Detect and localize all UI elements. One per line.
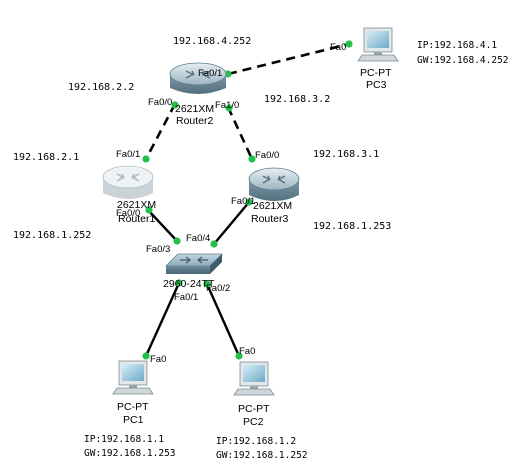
port-dot [203,280,211,288]
address-r2-fa1-0: 192.168.3.2 [264,94,330,105]
port-dot [235,352,243,360]
links [144,42,350,357]
port-labels: Fa0/1 Fa0/0 Fa1/0 Fa0/1 Fa0/0 Fa0/0 Fa0/… [116,42,346,365]
link-router3-switch[interactable] [213,200,251,245]
port-label-sw-fa0-3: Fa0/3 [146,244,170,255]
link-router2-pc3[interactable] [227,42,350,76]
link-router2-router3[interactable] [226,106,254,160]
port-label-r1-fa0-0: Fa0/0 [116,208,140,219]
pc-icon [357,27,399,62]
router3-model: 2621XM [253,200,292,212]
link-router2-router1[interactable] [144,103,177,160]
address-r2-fa0-0: 192.168.2.2 [68,82,134,93]
port-dot [248,155,256,163]
switch0-model: 2960-24TT [163,278,215,290]
router-icon [248,167,300,201]
router3-name: Router3 [251,213,289,225]
pc3-model: PC-PT [360,67,392,79]
pc2-name: PC2 [243,416,264,428]
address-r3-fa0-0: 192.168.3.1 [313,149,379,160]
port-dot [210,240,218,248]
pc2[interactable]: PC-PT PC2 IP:192.168.1.2 GW:192.168.1.25… [216,361,308,461]
port-dot [225,104,233,112]
port-dot [171,101,179,109]
address-r1-fa0-1: 192.168.2.1 [13,152,79,163]
pc1-model: PC-PT [117,401,149,413]
router1-model: 2621XM [117,199,156,211]
port-label-pc3-fa0: Fa0 [330,42,346,53]
port-label-r3-fa0-1: Fa0/1 [231,196,255,207]
port-dot [345,40,353,48]
port-dot [142,155,150,163]
port-label-r3-fa0-0: Fa0/0 [255,150,279,161]
port-label-sw-fa0-2: Fa0/2 [206,283,230,294]
switch0[interactable]: 2960-24TT [163,253,223,290]
pc3-name: PC3 [366,79,387,91]
pc1[interactable]: PC-PT PC1 IP:192.168.1.1 GW:192.168.1.25… [84,360,176,459]
port-label-sw-fa0-1: Fa0/1 [174,292,198,303]
port-dot [173,237,181,245]
router3[interactable]: 2621XM Router3 [248,167,300,225]
pc2-gw: GW:192.168.1.252 [216,450,308,461]
address-r3-fa0-1: 192.168.1.253 [313,221,391,232]
address-labels: 192.168.4.252 192.168.2.2 192.168.3.2 19… [13,36,391,241]
pc3[interactable]: PC-PT PC3 IP:192.168.4.1 GW:192.168.4.25… [357,27,509,91]
address-r1-fa0-0: 192.168.1.252 [13,230,91,241]
switch-icon [165,253,223,274]
link-switch-pc1[interactable] [144,282,181,357]
router-icon [102,165,154,199]
port-dot [224,70,232,78]
pc3-ip: IP:192.168.4.1 [417,40,497,51]
address-r2-fa0-1: 192.168.4.252 [173,36,251,47]
router1[interactable]: 2621XM Router1 [102,165,156,225]
pc-icon [112,360,154,395]
port-dot [245,198,253,206]
router2-model: 2621XM [175,103,214,115]
pc1-gw: GW:192.168.1.253 [84,448,176,459]
router2[interactable]: 2621XM Router2 [169,62,227,127]
port-dot [175,279,183,287]
port-label-r2-fa0-0: Fa0/0 [148,97,172,108]
port-label-r2-fa1-0: Fa1/0 [215,100,239,111]
router2-name: Router2 [176,115,214,127]
port-label-sw-fa0-4: Fa0/4 [186,233,210,244]
port-label-pc1-fa0: Fa0 [150,354,166,365]
port-label-pc2-fa0: Fa0 [239,346,255,357]
router-icon [169,62,227,94]
link-router1-switch[interactable] [147,209,178,242]
port-label-r1-fa0-1: Fa0/1 [116,149,140,160]
port-dot [145,206,153,214]
router1-name: Router1 [118,213,156,225]
link-switch-pc2[interactable] [205,283,241,357]
pc1-name: PC1 [123,414,144,426]
port-dot [142,352,150,360]
pc1-ip: IP:192.168.1.1 [84,434,164,445]
pc2-ip: IP:192.168.1.2 [216,436,296,447]
pc2-model: PC-PT [238,403,270,415]
port-label-r2-fa0-1: Fa0/1 [198,68,222,79]
port-indicators [142,40,353,360]
pc-icon [233,361,275,396]
pc3-gw: GW:192.168.4.252 [417,55,509,66]
